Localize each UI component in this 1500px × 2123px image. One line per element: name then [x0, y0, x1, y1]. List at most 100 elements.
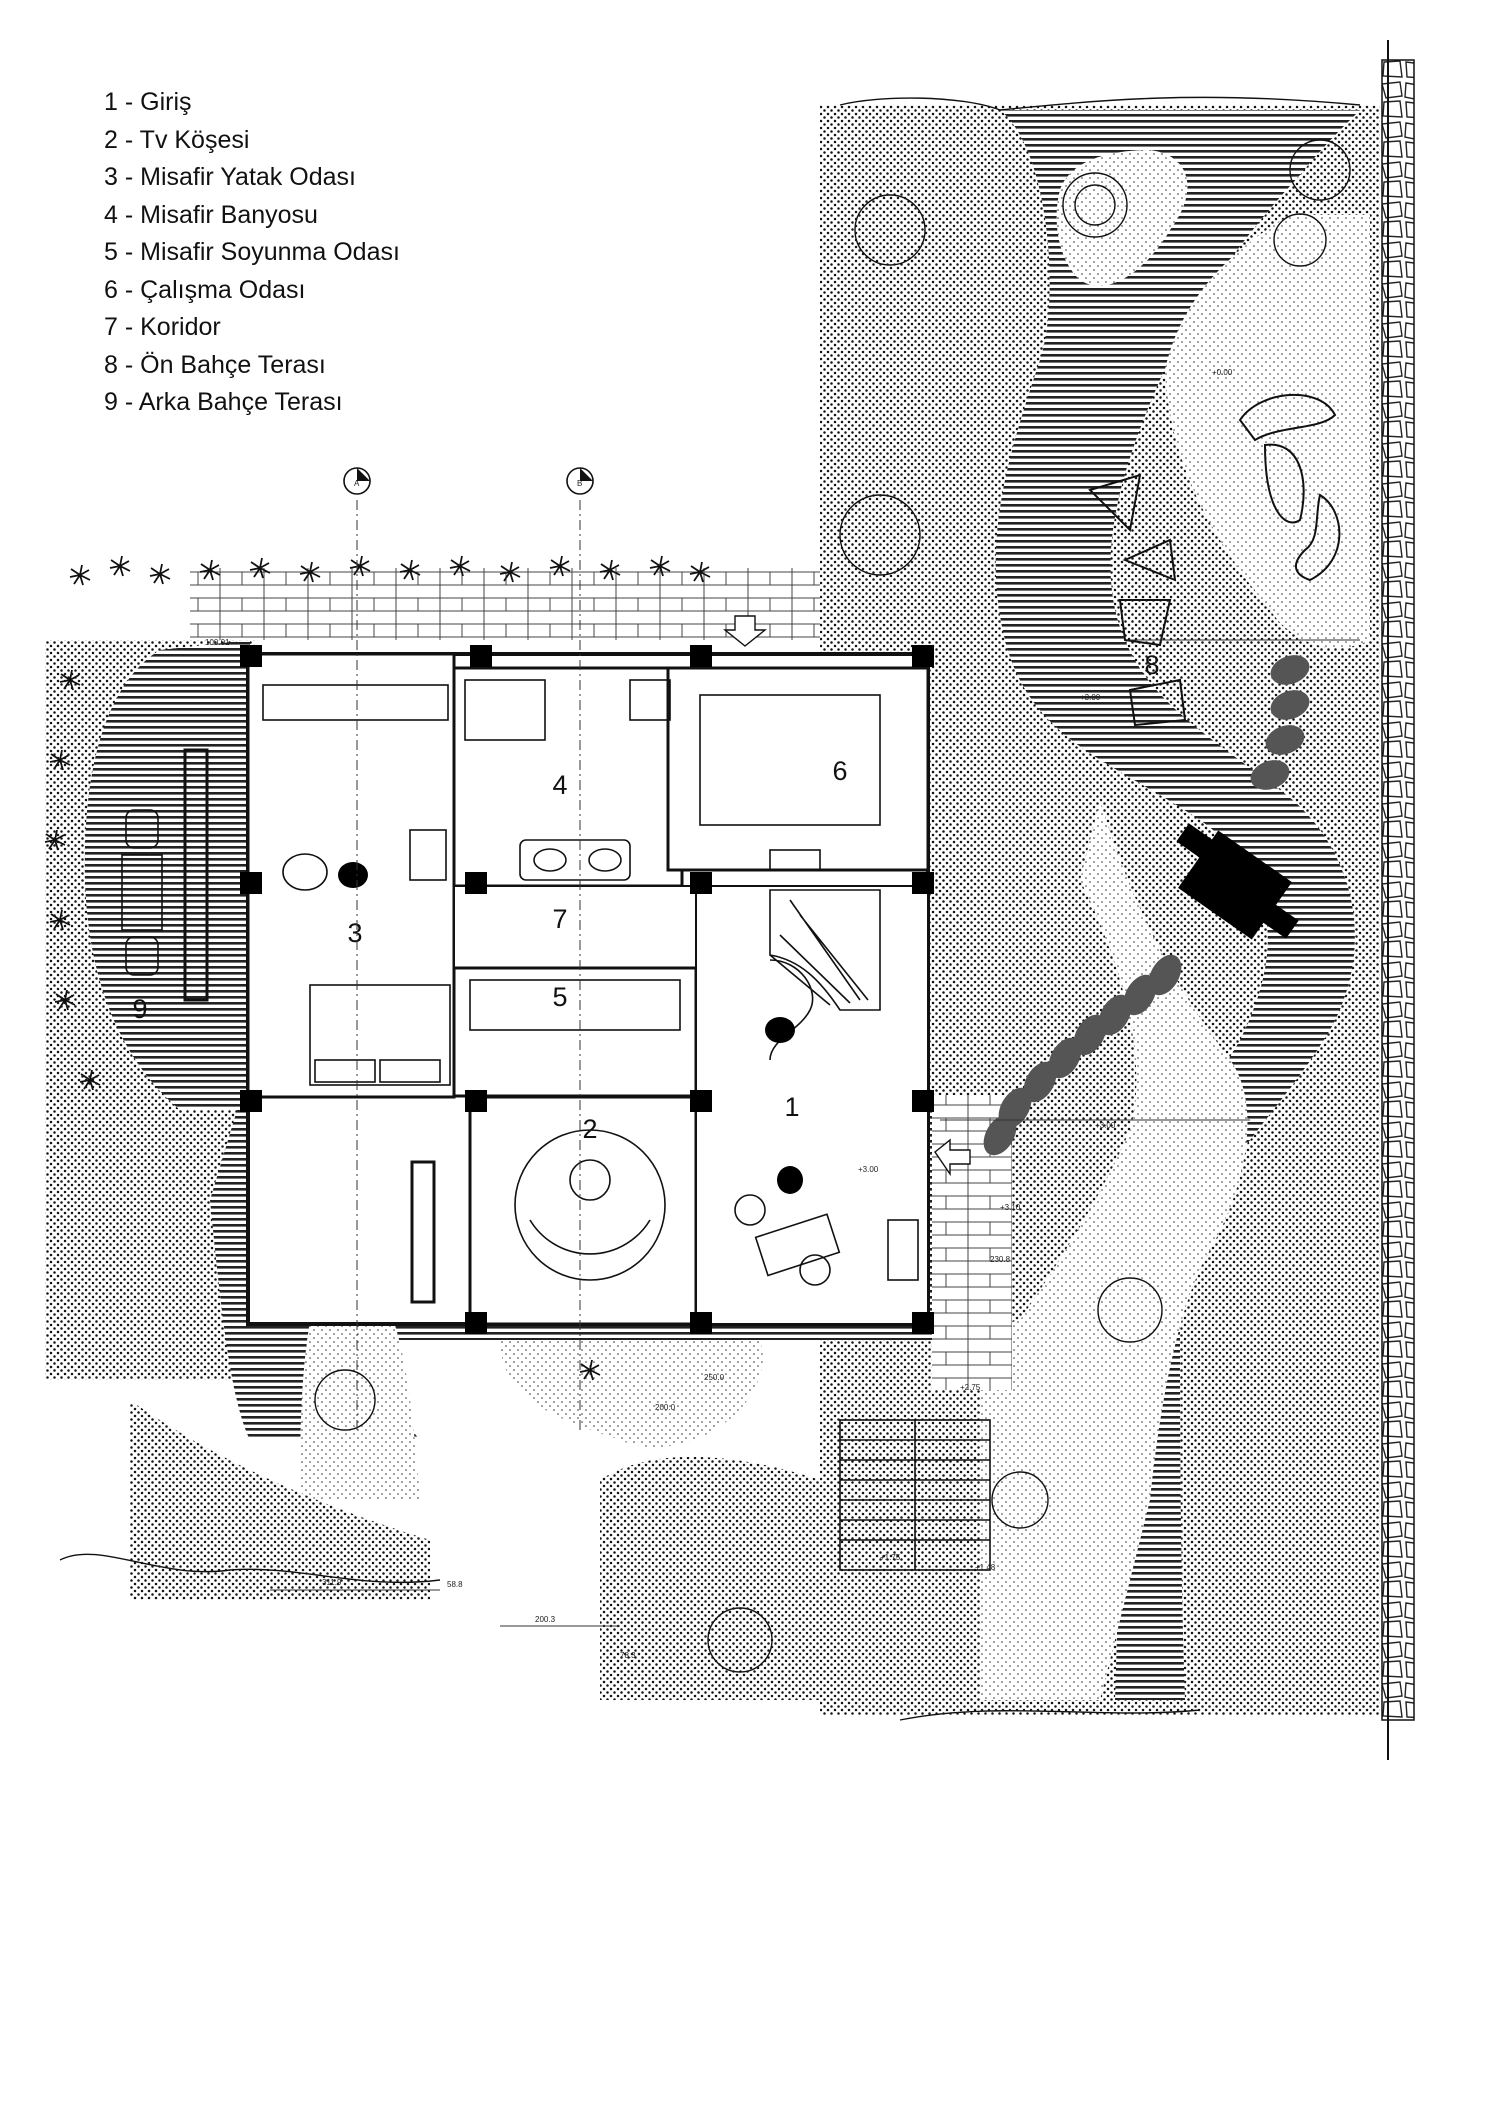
stepping-stone [1270, 655, 1310, 685]
lounger [1122, 538, 1177, 582]
study-desk [699, 694, 881, 826]
level-mark: +3.00 [858, 1165, 879, 1174]
lounge-seating [1088, 394, 1341, 727]
section-marker-b-label: B [577, 479, 582, 488]
room-label-3: 3 [347, 918, 362, 948]
entry-chair [799, 1254, 831, 1286]
legend-item-misafir-yatak-odasi: 3 - Misafir Yatak Odası [104, 163, 356, 191]
section-markers: A B [343, 467, 594, 1430]
wardrobe [262, 684, 449, 721]
column-round [777, 1166, 803, 1194]
palm-icon [109, 555, 131, 577]
section-arrow-icon [357, 468, 370, 481]
legend-item-giris: 1 - Giriş [104, 88, 192, 116]
column [690, 872, 712, 894]
ottoman [569, 1159, 611, 1201]
column [912, 872, 934, 894]
garden-table [1178, 830, 1292, 940]
level-mark: +3.00 [1080, 693, 1101, 702]
dining-table [121, 854, 163, 931]
shower [464, 679, 546, 741]
lounger [1128, 678, 1187, 727]
column [690, 645, 712, 667]
level-mark: +1.48 [975, 1563, 996, 1572]
bed [309, 984, 451, 1086]
tree-icon [1074, 184, 1116, 226]
stepping-stone [1073, 1014, 1107, 1056]
legend-item-arka-bahce-terasi: 9 - Arka Bahçe Terası [104, 388, 343, 416]
rear-entry-arrow-icon [723, 615, 767, 647]
front-garden-lawn-lower [980, 800, 1248, 1700]
level-mark: +0.00 [1212, 368, 1233, 377]
column [912, 645, 934, 667]
curved-bench [1238, 394, 1337, 442]
column [240, 1090, 262, 1112]
back-garden-deck [84, 640, 251, 1110]
room-4-bathroom [452, 666, 684, 888]
room-1-entrance [695, 885, 929, 1325]
tree-icon [1062, 172, 1128, 238]
column [465, 872, 487, 894]
main-entry-arrow-icon [934, 1138, 971, 1177]
back-dining-set [121, 748, 436, 1304]
level-mark: +2.75 [960, 1383, 981, 1392]
annotations: +3.00 +3.10 +2.75 +1.75 +1.48 +0.00 +3.0… [205, 368, 1360, 1660]
stair-treads [769, 899, 869, 1006]
console [887, 1219, 919, 1281]
tree-icon [314, 1369, 376, 1431]
palm-icon [69, 564, 91, 586]
column [465, 1312, 487, 1334]
tv-round-sofa [514, 1129, 666, 1281]
tree-icon [839, 494, 921, 576]
front-garden-lawn-island [1165, 215, 1370, 649]
entry-chair [734, 1194, 766, 1226]
desk [409, 829, 447, 881]
room-label-5: 5 [552, 982, 567, 1012]
tree-icon [707, 1607, 773, 1673]
stone-boundary-wall [1381, 59, 1415, 1721]
rear-planter [190, 580, 820, 640]
room-label-4: 4 [552, 770, 567, 800]
column [912, 1312, 934, 1334]
room-label-2: 2 [582, 1114, 597, 1144]
section-arrow-icon [580, 468, 593, 481]
back-garden-lawn-center [500, 1340, 763, 1448]
washbasin [588, 848, 622, 872]
stepping-stone [1098, 994, 1132, 1036]
dimension-label: 200.0 [655, 1403, 676, 1412]
toilet [629, 679, 671, 721]
stair-rail [769, 959, 814, 1061]
stepping-stone [1048, 1037, 1082, 1079]
level-mark: +3.10 [1000, 1203, 1021, 1212]
stepping-stones [983, 655, 1310, 1156]
room-5-dressing [452, 966, 698, 1098]
column [690, 1090, 712, 1112]
tree-icon [1273, 213, 1327, 267]
stepping-stone [1265, 725, 1305, 755]
curved-bench [1263, 443, 1305, 524]
column [690, 1312, 712, 1334]
legend-item-on-bahce-terasi: 8 - Ön Bahçe Terası [104, 350, 326, 379]
entry-path-paving [932, 1240, 1012, 1390]
legend-item-misafir-banyosu: 4 - Misafir Banyosu [104, 200, 318, 229]
entry-table [754, 1213, 841, 1277]
section-marker-a-label: A [354, 479, 360, 488]
stepping-stone [1123, 974, 1157, 1016]
bed-pillow [314, 1059, 376, 1083]
column [470, 645, 492, 667]
vegetation [59, 96, 1361, 1721]
washbasin [533, 848, 567, 872]
armchair [282, 853, 328, 891]
dimension-label: 200.3 [535, 1615, 556, 1624]
bench [183, 748, 209, 1002]
outdoor-table-black [1176, 823, 1299, 940]
area-label-8: 8 [1144, 650, 1159, 680]
front-garden-wooden-deck-path [995, 110, 1360, 1700]
spiral-stair [769, 889, 881, 1011]
tree-icon [1097, 1277, 1163, 1343]
room-legend: 1 - Giriş 2 - Tv Köşesi 3 - Misafir Yata… [104, 84, 400, 422]
legend-item-misafir-soyunma-odasi: 5 - Misafir Soyunma Odası [104, 238, 400, 266]
dining-chair [125, 936, 159, 976]
lounger [1088, 473, 1142, 533]
